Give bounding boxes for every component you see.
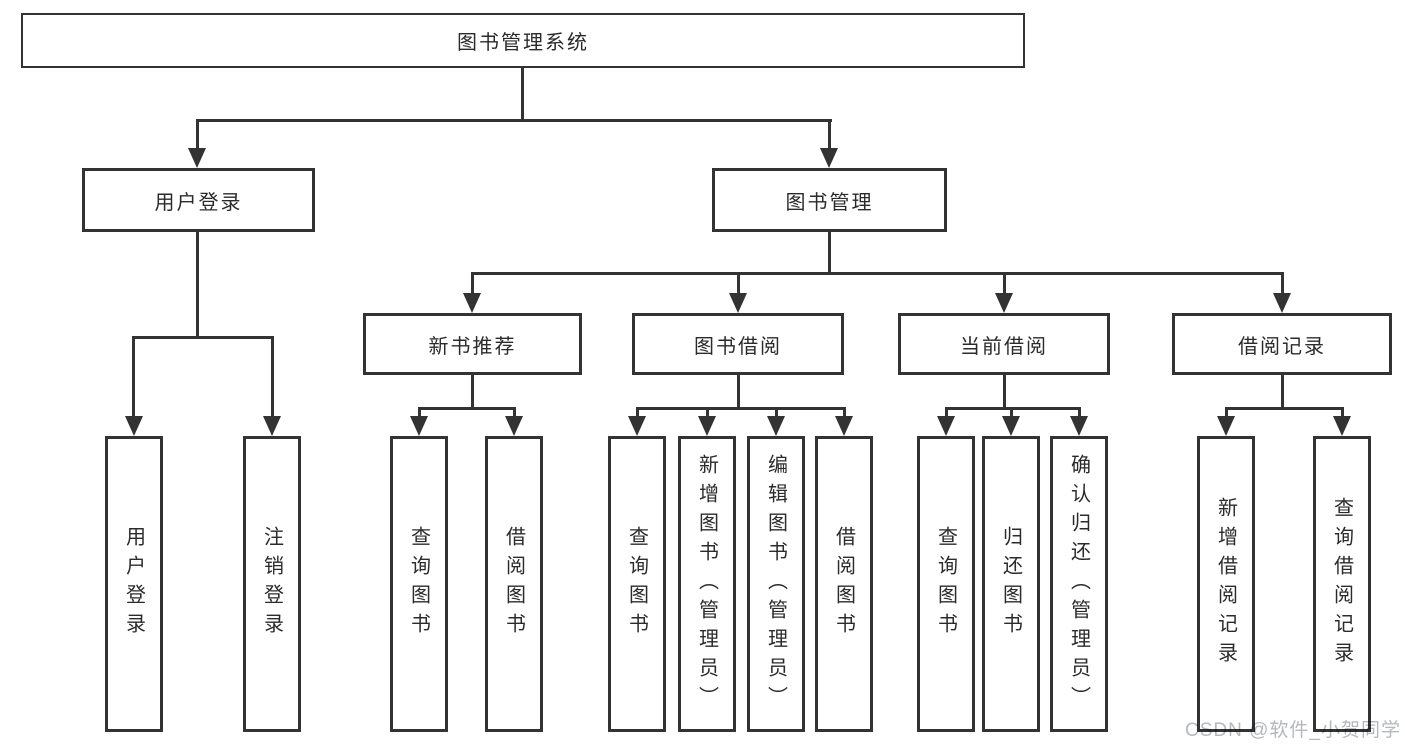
- leaf-label: 归还图书: [999, 526, 1022, 642]
- leaf-label: 编辑图书（管理员）: [764, 453, 787, 715]
- arrow-down-icon: [835, 416, 853, 436]
- arrow-down-icon: [820, 148, 838, 168]
- connector-line: [945, 407, 1081, 410]
- connector-line: [1010, 407, 1013, 418]
- connector-line: [471, 272, 474, 294]
- leaf-label: 注销登录: [260, 526, 283, 642]
- leaf-label: 查询图书: [934, 526, 957, 642]
- connector-line: [1281, 375, 1284, 408]
- connector-line: [1341, 407, 1344, 418]
- connector-line: [1225, 407, 1228, 418]
- node-borrow-books-2: 借阅图书: [815, 436, 873, 732]
- arrow-down-icon: [1273, 293, 1291, 313]
- connector-line: [196, 119, 199, 149]
- arrow-down-icon: [628, 416, 646, 436]
- leaf-label: 新增借阅记录: [1214, 497, 1237, 671]
- node-leaf-user-login: 用户登录: [105, 436, 163, 732]
- connector-line: [471, 375, 474, 408]
- arrow-down-icon: [188, 148, 206, 168]
- leaf-label: 借阅图书: [832, 526, 855, 642]
- arrow-down-icon: [263, 416, 281, 436]
- arrow-down-icon: [410, 416, 428, 436]
- connector-line: [471, 272, 1283, 275]
- leaf-label: 查询借阅记录: [1330, 497, 1353, 671]
- node-add-book-admin: 新增图书（管理员）: [678, 436, 736, 732]
- node-new-book-recommendation: 新书推荐: [363, 313, 582, 375]
- connector-line: [418, 407, 516, 410]
- node-query-books-1: 查询图书: [390, 436, 448, 732]
- connector-line: [1225, 407, 1344, 410]
- arrow-down-icon: [463, 293, 481, 313]
- arrow-down-icon: [1217, 416, 1235, 436]
- arrow-down-icon: [995, 293, 1013, 313]
- connector-line: [945, 407, 948, 418]
- node-leaf-logout: 注销登录: [243, 436, 301, 732]
- connector-line: [775, 407, 778, 418]
- arrow-down-icon: [729, 293, 747, 313]
- connector-line: [1078, 407, 1081, 418]
- leaf-label: 查询图书: [407, 526, 430, 642]
- connector-line: [1003, 375, 1006, 408]
- node-user-login: 用户登录: [82, 168, 315, 232]
- node-query-books-2: 查询图书: [608, 436, 666, 732]
- connector-line: [636, 407, 639, 418]
- node-book-management: 图书管理: [712, 168, 947, 232]
- arrow-down-icon: [505, 416, 523, 436]
- connector-line: [132, 336, 135, 417]
- connector-line: [196, 232, 199, 337]
- leaf-label: 新增图书（管理员）: [695, 453, 718, 715]
- node-confirm-return-admin: 确认归还（管理员）: [1050, 436, 1108, 732]
- connector-line: [828, 232, 831, 273]
- arrow-down-icon: [1333, 416, 1351, 436]
- node-book-borrowing: 图书借阅: [632, 313, 844, 375]
- arrow-down-icon: [1002, 416, 1020, 436]
- connector-line: [737, 272, 740, 294]
- connector-line: [706, 407, 709, 418]
- node-current-borrowing: 当前借阅: [898, 313, 1110, 375]
- connector-line: [843, 407, 846, 418]
- arrow-down-icon: [125, 416, 143, 436]
- node-query-books-3: 查询图书: [917, 436, 975, 732]
- leaf-label: 借阅图书: [502, 526, 525, 642]
- connector-line: [636, 407, 846, 410]
- node-return-books: 归还图书: [982, 436, 1040, 732]
- connector-line: [271, 336, 274, 417]
- leaf-label: 查询图书: [625, 526, 648, 642]
- connector-line: [828, 119, 831, 149]
- connector-line: [418, 407, 421, 418]
- arrow-down-icon: [767, 416, 785, 436]
- connector-line: [132, 336, 274, 339]
- node-add-borrow-record: 新增借阅记录: [1197, 436, 1255, 732]
- arrow-down-icon: [1070, 416, 1088, 436]
- node-edit-book-admin: 编辑图书（管理员）: [747, 436, 805, 732]
- leaf-label: 确认归还（管理员）: [1067, 453, 1090, 715]
- node-borrowing-records: 借阅记录: [1172, 313, 1392, 375]
- arrow-down-icon: [937, 416, 955, 436]
- connector-line: [737, 375, 740, 408]
- connector-line: [521, 68, 524, 120]
- connector-line: [513, 407, 516, 418]
- arrow-down-icon: [698, 416, 716, 436]
- connector-line: [196, 119, 832, 122]
- node-query-borrow-record: 查询借阅记录: [1313, 436, 1371, 732]
- watermark: CSDN @软件_小贺同学: [1185, 720, 1401, 741]
- node-library-management-system: 图书管理系统: [21, 13, 1025, 68]
- connector-line: [1003, 272, 1006, 294]
- leaf-label: 用户登录: [122, 526, 145, 642]
- node-borrow-books-1: 借阅图书: [485, 436, 543, 732]
- connector-line: [1281, 272, 1284, 294]
